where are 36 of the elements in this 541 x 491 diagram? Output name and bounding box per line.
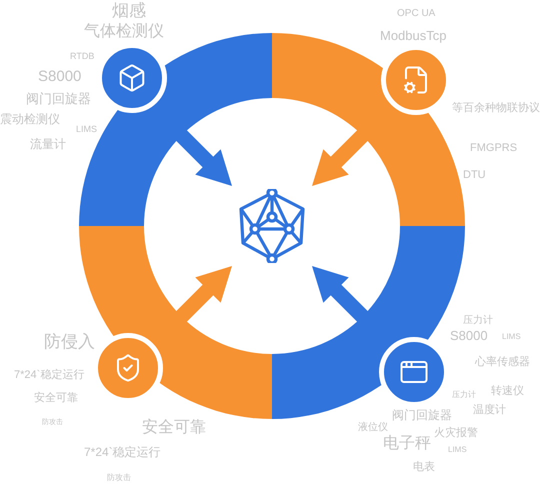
arrow [173,266,232,325]
word-label: OPC UA [397,9,436,19]
word-label: 安全可靠 [142,420,206,436]
arrow [173,127,232,186]
word-label: 防侵入 [44,333,95,350]
word-label: 压力计 [463,316,493,326]
word-label: S8000 [38,69,82,84]
word-label: FMGPRS [470,143,518,154]
word-label: 阀门回旋器 [26,92,91,105]
arrow [312,266,371,325]
word-label: 防攻击 [107,474,131,482]
word-label: 阀门回旋器 [392,409,452,421]
word-label: RTDB [70,52,94,61]
word-label: 电表 [413,462,435,473]
word-label: 气体检测仪 [84,24,164,40]
word-label: 转速仪 [491,386,524,397]
word-label: 液位仪 [358,423,388,433]
word-label: 电子秤 [383,436,431,452]
word-label: S8000 [450,329,488,342]
word-label: 7*24`稳定运行 [14,370,84,381]
word-label: 火灾报警 [434,428,478,439]
word-label: DTU [463,170,486,181]
word-label: 等百余种物联协议 [452,103,540,114]
word-label: 安全可靠 [34,393,78,404]
word-label: 震动检测仪 [0,113,60,125]
word-label: 压力计 [452,391,476,399]
word-label: 温度计 [473,405,506,416]
word-label: ModbusTcp [380,29,446,42]
word-label: LIMS [502,333,521,341]
word-label: 烟感 [112,2,146,19]
word-label: 心率传感器 [475,357,530,368]
arrow [312,127,371,186]
word-label: LIMS [76,125,98,134]
word-label: 7*24`稳定运行 [84,446,161,458]
word-label: 流量计 [30,138,66,150]
word-label: LIMS [448,446,467,454]
